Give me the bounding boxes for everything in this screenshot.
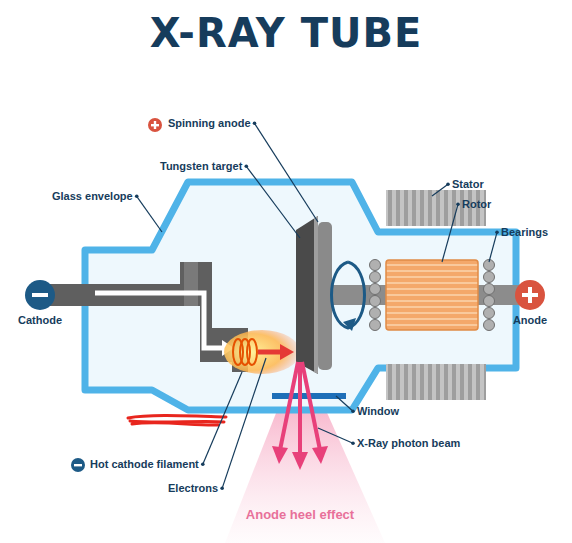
illustration-part	[318, 222, 332, 370]
illustration-part	[332, 262, 365, 328]
stator	[386, 190, 486, 400]
part-label: Bearings	[501, 226, 548, 239]
illustration-part	[280, 362, 298, 450]
leader-dot	[351, 442, 355, 446]
illustration-part	[292, 452, 308, 470]
illustration-part	[247, 339, 257, 365]
anode-terminal	[515, 280, 545, 310]
filament-coil	[233, 339, 257, 365]
bearing-ball	[370, 260, 381, 271]
illustration-part	[25, 280, 55, 310]
illustration-part	[95, 293, 222, 348]
bearing-ball	[370, 308, 381, 319]
electron-arrow	[258, 344, 294, 360]
part-label: Hot cathode filament	[90, 458, 199, 471]
rotor	[386, 260, 478, 330]
bearing-ball	[484, 272, 495, 283]
part-label: Electrons	[168, 482, 218, 495]
illustration-part	[272, 446, 288, 464]
leader-dot	[220, 487, 224, 491]
leader-line	[318, 428, 353, 443]
bearing-ball	[370, 320, 381, 331]
red-scribble	[128, 416, 226, 426]
illustration-part	[71, 458, 85, 472]
illustration-part	[148, 118, 162, 132]
leader-dot	[446, 183, 450, 187]
bearing-ball	[370, 272, 381, 283]
part-label: Glass envelope	[52, 190, 133, 203]
leader-dot	[135, 195, 139, 199]
spinning-anode	[296, 216, 524, 374]
leader-line	[489, 232, 497, 262]
part-label: Tungsten target	[160, 160, 242, 173]
cathode-assembly	[40, 262, 248, 372]
bearing-ball	[370, 284, 381, 295]
part-label: Rotor	[462, 198, 491, 211]
leader-line	[255, 123, 319, 222]
leader-line	[203, 372, 242, 464]
part-label: Spinning anode	[168, 117, 251, 130]
title: X-RAY TUBE	[0, 10, 572, 56]
leader-dot	[495, 231, 499, 235]
bearings	[370, 260, 495, 331]
bearing-ball	[484, 284, 495, 295]
leader-dot	[201, 463, 205, 467]
bearing-ball	[370, 296, 381, 307]
illustration-part	[515, 280, 545, 310]
illustration-part	[312, 446, 328, 464]
illustration-part	[314, 216, 318, 374]
illustration-part	[528, 287, 532, 303]
leader-line	[442, 204, 458, 262]
illustration-part	[302, 362, 320, 450]
part-label: Window	[357, 405, 399, 418]
part-label: Stator	[452, 178, 484, 191]
leader-dot	[456, 203, 460, 207]
leader-dot	[244, 165, 248, 169]
illustration-part	[154, 121, 156, 129]
part-label: Anode	[513, 314, 547, 327]
leader-line	[246, 166, 300, 238]
illustration-part	[184, 262, 198, 306]
bearing-ball	[484, 308, 495, 319]
leader-line	[137, 196, 162, 232]
leader-dot	[253, 122, 257, 126]
illustration-part	[298, 362, 302, 456]
part-label: Cathode	[18, 314, 62, 327]
leader-line	[336, 396, 353, 411]
leader-dot	[351, 410, 355, 414]
illustration-part	[343, 318, 356, 331]
part-label: X-Ray photon beam	[357, 437, 460, 450]
illustration-part	[296, 216, 318, 374]
x-ray-photon-arrows	[272, 362, 328, 470]
bearing-ball	[484, 296, 495, 307]
illustration-part	[74, 464, 82, 466]
plus-icon	[148, 118, 162, 132]
bearing-ball	[484, 320, 495, 331]
cathode-terminal	[25, 280, 55, 310]
illustration-part	[258, 350, 282, 355]
leader-line	[432, 184, 448, 196]
minus-icon	[71, 458, 85, 472]
illustration-part	[386, 364, 486, 400]
illustration-part	[280, 344, 294, 360]
part-label: Anode heel effect	[246, 508, 354, 523]
leader-line	[222, 358, 266, 488]
filament-glow	[224, 330, 300, 374]
illustration-part	[32, 293, 48, 297]
